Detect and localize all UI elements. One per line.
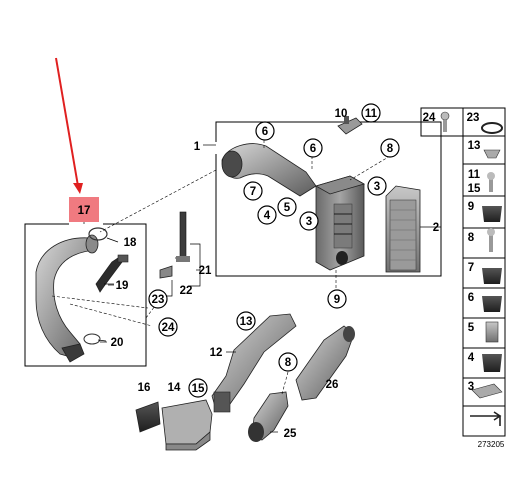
callout-8a[interactable]: 8 [380,138,400,158]
svg-text:23: 23 [152,294,165,306]
panel-label-3[interactable]: 3 [468,381,474,393]
callout-23[interactable]: 23 [148,289,168,309]
panel-label-5[interactable]: 5 [468,322,475,334]
label-26[interactable]: 26 [326,379,339,391]
duct-26 [295,325,355,401]
callout-6b[interactable]: 6 [303,138,323,158]
drawing-number: 273205 [478,440,505,449]
panel-label-23[interactable]: 23 [467,112,480,124]
pointer-arrow [55,57,83,194]
label-21[interactable]: 21 [199,265,212,277]
panel-label-13[interactable]: 13 [468,140,481,152]
callout-3a[interactable]: 3 [367,176,387,196]
label-25[interactable]: 25 [284,428,297,440]
svg-text:8: 8 [285,357,292,369]
part-17-label[interactable]: 17 [69,197,99,222]
svg-text:15: 15 [192,383,205,395]
callout-15[interactable]: 15 [188,378,208,398]
callout-9[interactable]: 9 [327,289,347,309]
svg-text:4: 4 [264,210,271,222]
callout-7[interactable]: 7 [243,181,263,201]
svg-text:5: 5 [284,202,291,214]
part-10-11 [337,116,363,135]
svg-text:6: 6 [262,126,268,138]
label-14[interactable]: 14 [168,382,181,394]
label-2[interactable]: 2 [433,222,439,234]
label-1[interactable]: 1 [194,141,201,153]
panel-label-7[interactable]: 7 [468,262,474,274]
svg-text:11: 11 [365,108,378,120]
panel-label-15[interactable]: 15 [468,183,481,195]
svg-text:3: 3 [374,181,380,193]
panel-label-4[interactable]: 4 [468,352,475,364]
bracket-14 [161,399,213,451]
intake-hose-assembly-box [24,222,153,367]
callout-6a[interactable]: 6 [255,121,275,141]
panel-label-24[interactable]: 24 [423,112,436,124]
label-17: 17 [78,205,91,217]
svg-text:24: 24 [162,322,175,334]
small-parts-panel [420,107,506,437]
svg-text:9: 9 [334,294,340,306]
label-10[interactable]: 10 [335,108,348,120]
sensor-pipe-group [145,211,201,319]
label-19[interactable]: 19 [116,280,129,292]
callout-13[interactable]: 13 [236,311,256,331]
panel-label-11[interactable]: 11 [468,169,481,181]
panel-label-6[interactable]: 6 [468,292,474,304]
hose-25 [248,371,289,442]
panel-label-8[interactable]: 8 [468,232,475,244]
callout-24[interactable]: 24 [158,317,178,337]
svg-text:7: 7 [250,186,256,198]
callout-11[interactable]: 11 [361,103,381,123]
callout-5[interactable]: 5 [277,197,297,217]
label-20[interactable]: 20 [111,337,124,349]
label-12[interactable]: 12 [210,347,223,359]
clip-16 [135,401,161,433]
label-22[interactable]: 22 [180,285,193,297]
callout-4[interactable]: 4 [257,205,277,225]
label-16[interactable]: 16 [138,382,151,394]
panel-label-9[interactable]: 9 [468,201,474,213]
svg-text:8: 8 [387,143,394,155]
callout-3b[interactable]: 3 [299,211,319,231]
svg-text:6: 6 [310,143,316,155]
label-18[interactable]: 18 [124,237,137,249]
svg-text:3: 3 [306,216,312,228]
svg-text:13: 13 [240,316,253,328]
callout-8b[interactable]: 8 [278,352,298,372]
air-filter-housing-box: 1 2 [99,121,442,290]
duct-12 [211,313,297,413]
